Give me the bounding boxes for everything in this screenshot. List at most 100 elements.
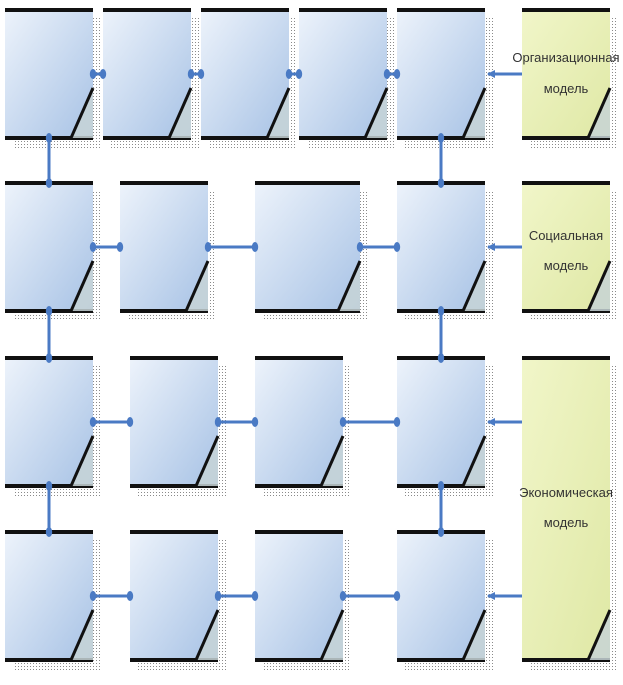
row1-link-3-joint-end (295, 69, 303, 79)
organizational-model-box-bottom-border (522, 136, 610, 140)
process-box-r2-c2-bottom-border (120, 309, 208, 313)
row4-link-3-joint-start (339, 591, 347, 601)
process-box-r2-c4-fold-line (461, 260, 487, 312)
process-box-r4-c3-fold-line (319, 609, 345, 661)
connectors (47, 70, 522, 600)
process-box-r3-c1 (5, 356, 95, 488)
organizational-model-box-fold-line (586, 87, 612, 139)
row1-link-4-joint-end (393, 69, 401, 79)
row1-link-2-joint-start (187, 69, 195, 79)
process-box-r2-c3 (255, 181, 362, 313)
process-box-r3-c3 (255, 356, 345, 488)
right-vertical-link-2-joint-end (437, 353, 445, 363)
row3-link-3-joint-start (339, 417, 347, 427)
row3-link-1-joint-start (89, 417, 97, 427)
organizational-model-line2: модель (544, 81, 589, 96)
process-box-r4-c4-body (397, 532, 485, 660)
process-box-r2-c2-fold-line (184, 260, 210, 312)
process-box-r1-c5 (397, 8, 487, 140)
process-box-r1-c2-fold-line (167, 87, 193, 139)
row1-link-2-joint-end (197, 69, 205, 79)
process-box-r3-c3-fold-line (319, 435, 345, 487)
row2-link-2-joint-start (204, 242, 212, 252)
right-vertical-link-3-joint-start (437, 481, 445, 491)
process-box-r3-c2-fold-line (194, 435, 220, 487)
process-box-r2-c4 (397, 181, 487, 313)
process-box-r1-c5-body (397, 10, 485, 138)
row3-link-2-joint-end (251, 417, 259, 427)
process-box-r1-c4 (299, 8, 389, 140)
process-box-r2-c3-body (255, 183, 360, 311)
social-model-line2: модель (544, 258, 589, 273)
process-box-r3-c3-body (255, 358, 343, 486)
economic-model-box-bottom-border (522, 658, 610, 662)
row1-link-3-joint-start (285, 69, 293, 79)
process-box-r2-c3-fold-line (336, 260, 362, 312)
process-box-r3-c1-body (5, 358, 93, 486)
row2-link-3-joint-end (393, 242, 401, 252)
connector-joints (45, 69, 445, 601)
process-box-r1-c3-body (201, 10, 289, 138)
process-box-r2-c4-body (397, 183, 485, 311)
process-box-r4-c2-body (130, 532, 218, 660)
process-box-r1-c1-top-border (5, 8, 93, 12)
process-box-r4-c3-body (255, 532, 343, 660)
row2-link-1-joint-start (89, 242, 97, 252)
process-box-r1-c2-top-border (103, 8, 191, 12)
row4-link-2-joint-start (214, 591, 222, 601)
left-vertical-link-1-joint-start (45, 133, 53, 143)
process-box-r3-c3-top-border (255, 356, 343, 360)
organizational-model-line1: Организационная (512, 50, 619, 65)
right-vertical-link-1-joint-start (437, 133, 445, 143)
row3-link-2-joint-start (214, 417, 222, 427)
economic-model-box-fold-line (586, 609, 612, 661)
process-box-r1-c2 (103, 8, 193, 140)
process-box-r3-c2-top-border (130, 356, 218, 360)
process-box-r2-c1 (5, 181, 95, 313)
process-box-r4-c1-bottom-border (5, 658, 93, 662)
process-box-r1-c2-bottom-border (103, 136, 191, 140)
process-box-r1-c2-body (103, 10, 191, 138)
right-vertical-link-3-joint-end (437, 527, 445, 537)
process-box-r3-c4 (397, 356, 487, 488)
economic-model-box-body (522, 358, 610, 660)
left-vertical-link-3-joint-start (45, 481, 53, 491)
process-box-r1-c4-fold-line (363, 87, 389, 139)
process-boxes (5, 8, 612, 662)
row4-link-3-joint-end (393, 591, 401, 601)
right-vertical-link-2-joint-start (437, 306, 445, 316)
process-box-r4-c2-top-border (130, 530, 218, 534)
process-box-r1-c3-top-border (201, 8, 289, 12)
left-vertical-link-1-joint-end (45, 178, 53, 188)
process-box-r1-c3-fold-line (265, 87, 291, 139)
process-box-r4-c1 (5, 530, 95, 662)
process-box-r1-c3 (201, 8, 291, 140)
process-box-r4-c2-bottom-border (130, 658, 218, 662)
process-box-r2-c2-top-border (120, 181, 208, 185)
process-box-r1-c1 (5, 8, 95, 140)
organizational-model-box-top-border (522, 8, 610, 12)
left-vertical-link-2-joint-end (45, 353, 53, 363)
process-box-r4-c4-bottom-border (397, 658, 485, 662)
social-model-box-top-border (522, 181, 610, 185)
process-box-r4-c1-body (5, 532, 93, 660)
row4-link-1-joint-start (89, 591, 97, 601)
process-box-r1-c4-bottom-border (299, 136, 387, 140)
social-model-box-fold-line (586, 260, 612, 312)
process-box-r1-c3-bottom-border (201, 136, 289, 140)
process-box-r2-c1-fold-line (69, 260, 95, 312)
process-box-r4-c1-fold-line (69, 609, 95, 661)
process-box-r3-c4-body (397, 358, 485, 486)
row4-link-2-joint-end (251, 591, 259, 601)
process-box-r4-c3-bottom-border (255, 658, 343, 662)
process-box-r4-c4-fold-line (461, 609, 487, 661)
process-box-r1-c5-top-border (397, 8, 485, 12)
process-box-r4-c3 (255, 530, 345, 662)
process-box-r1-c4-top-border (299, 8, 387, 12)
process-box-r4-c3-top-border (255, 530, 343, 534)
process-box-r2-c1-body (5, 183, 93, 311)
process-box-r1-c4-body (299, 10, 387, 138)
process-box-r2-c3-top-border (255, 181, 360, 185)
economic-model-line1: Экономическая (519, 485, 613, 500)
process-box-r3-c2-body (130, 358, 218, 486)
